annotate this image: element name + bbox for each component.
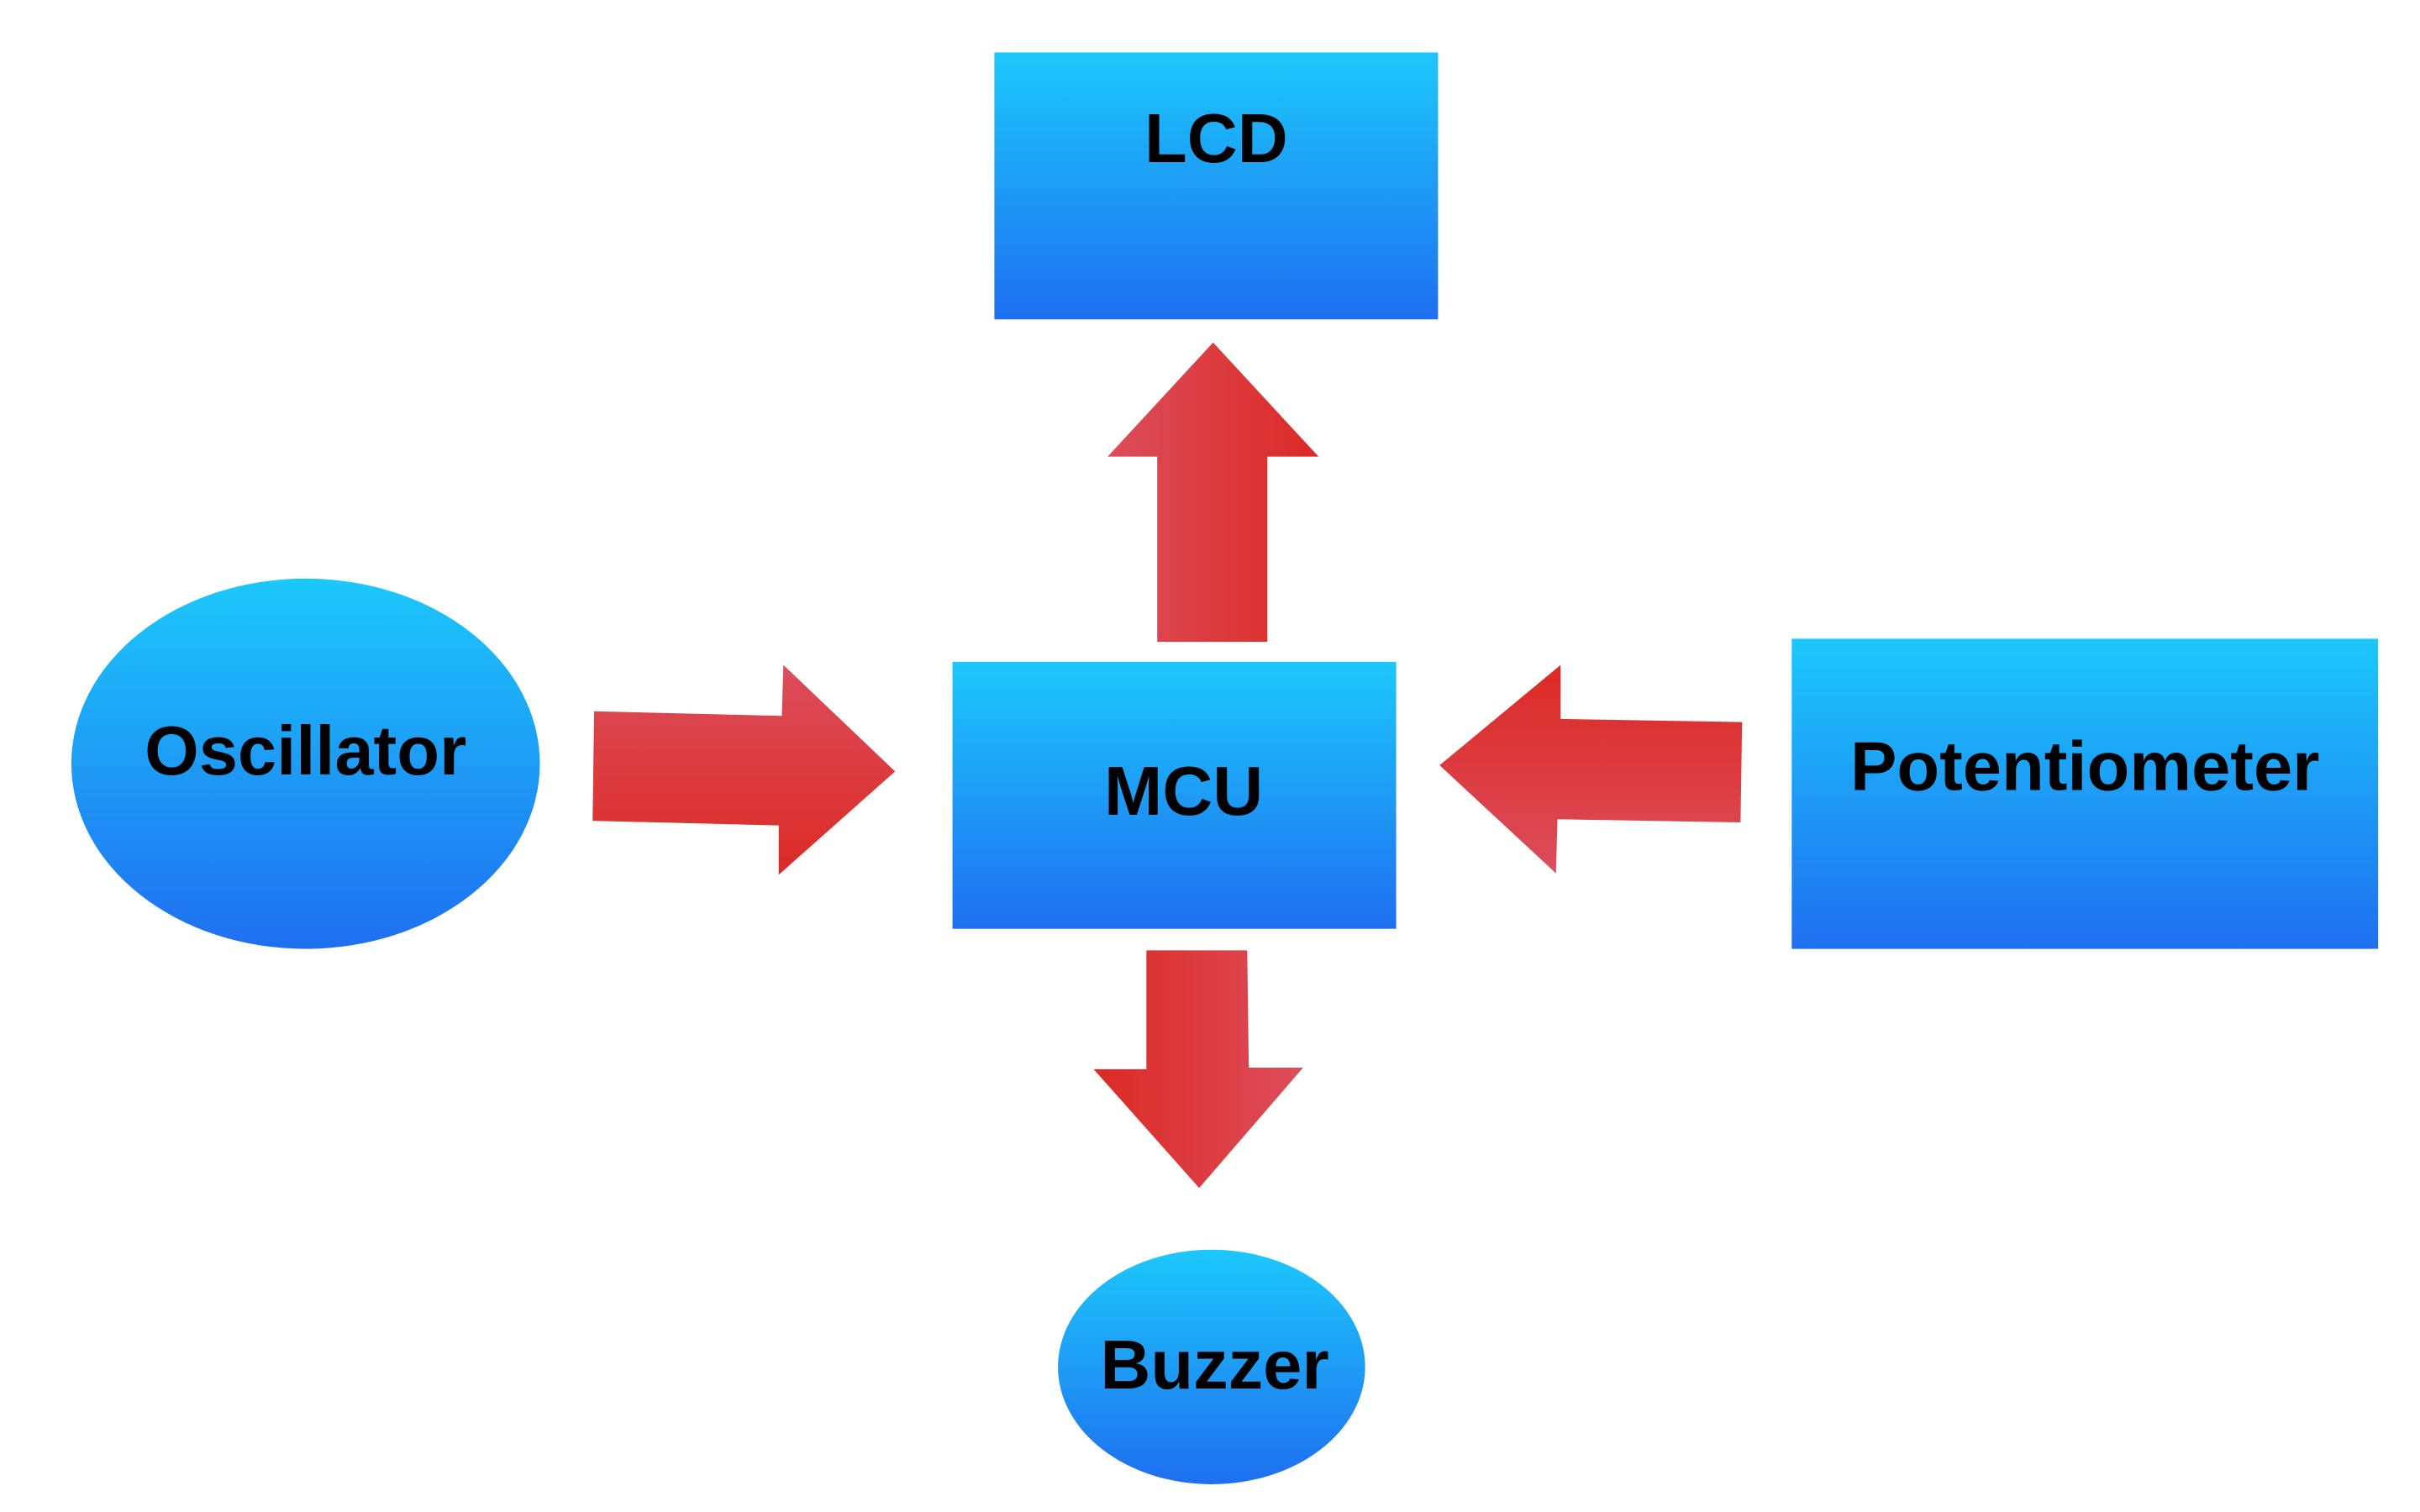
node-oscillator: Oscillator <box>71 578 540 949</box>
arrow-potentiometer-to-mcu <box>1439 664 1743 874</box>
oscillator-label: Oscillator <box>145 711 466 790</box>
potentiometer-box <box>1791 638 2379 949</box>
mcu-box <box>952 661 1397 929</box>
node-lcd: LCD <box>994 52 1439 320</box>
node-potentiometer: Potentiometer <box>1791 638 2379 949</box>
oscillator-ellipse <box>71 578 540 949</box>
potentiometer-label: Potentiometer <box>1850 727 2320 806</box>
arrow-mcu-to-buzzer <box>1093 950 1303 1189</box>
arrow-oscillator-to-mcu <box>592 664 896 875</box>
node-mcu: MCU <box>952 661 1397 929</box>
lcd-box <box>994 52 1439 320</box>
buzzer-ellipse <box>1058 1249 1365 1484</box>
buzzer-label: Buzzer <box>1100 1326 1328 1404</box>
lcd-label: LCD <box>1144 99 1288 177</box>
arrow-mcu-to-lcd <box>1107 342 1319 643</box>
mcu-label: MCU <box>1104 752 1263 830</box>
node-buzzer: Buzzer <box>1058 1249 1365 1484</box>
